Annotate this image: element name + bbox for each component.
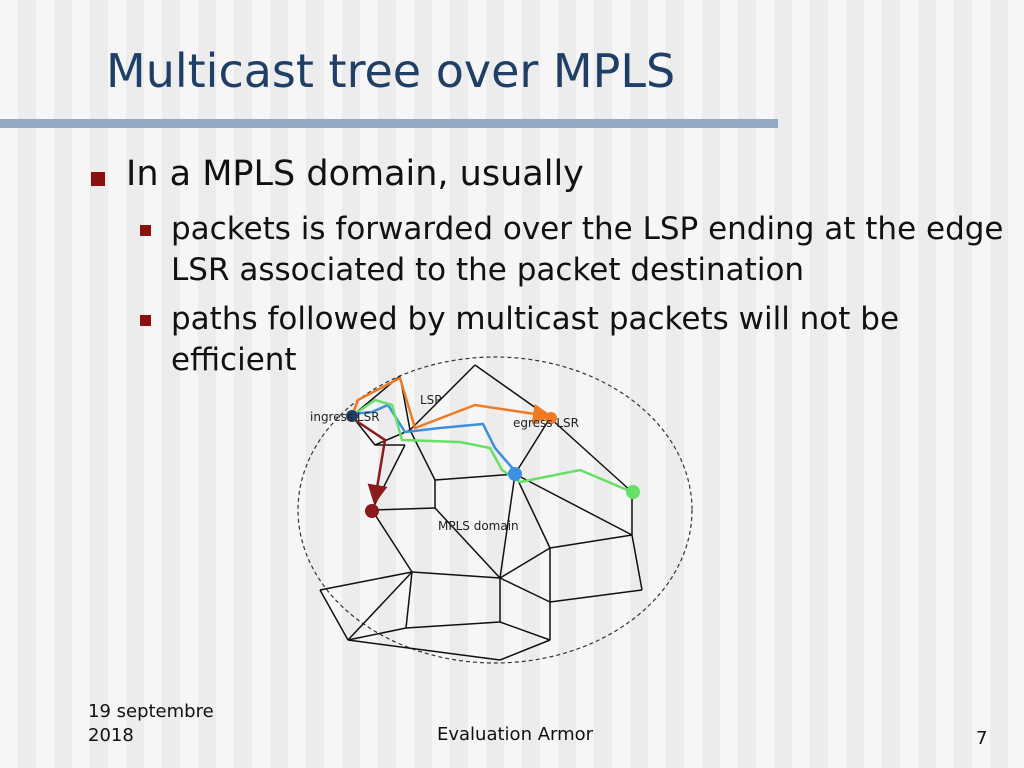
multicast-path-green	[351, 398, 633, 494]
lsp-label: LSP	[420, 393, 442, 407]
slide-number: 7	[976, 728, 988, 749]
bullet-marker-level2	[140, 225, 151, 236]
bullet-marker-level1	[91, 172, 105, 186]
ingress-node	[346, 410, 358, 422]
darkred-destination-node	[365, 504, 379, 518]
bullet-level2-text: packets is forwarded over the LSP ending…	[171, 211, 1004, 288]
lsp-path	[350, 376, 553, 430]
multicast-path-darkred	[351, 416, 388, 505]
blue-destination-node	[508, 467, 522, 481]
bullet-marker-level2	[140, 315, 151, 326]
multicast-path-blue	[351, 403, 515, 471]
title-underline	[0, 119, 778, 128]
slide-title: Multicast tree over MPLS	[106, 44, 676, 98]
green-destination-node	[626, 485, 640, 499]
ingress-lsr-label: ingress LSR	[310, 410, 380, 424]
egress-node	[545, 412, 557, 424]
bullet-level2-text: paths followed by multicast packets will…	[171, 301, 900, 378]
mpls-domain-boundary	[297, 356, 693, 664]
footer-title: Evaluation Armor	[437, 724, 594, 745]
bullet-level1-text: In a MPLS domain, usually	[126, 154, 584, 194]
egress-lsr-label: egress LSR	[513, 416, 579, 430]
mpls-domain-label: MPLS domain	[438, 519, 519, 533]
footer-date: 19 septembre 2018	[88, 701, 214, 746]
